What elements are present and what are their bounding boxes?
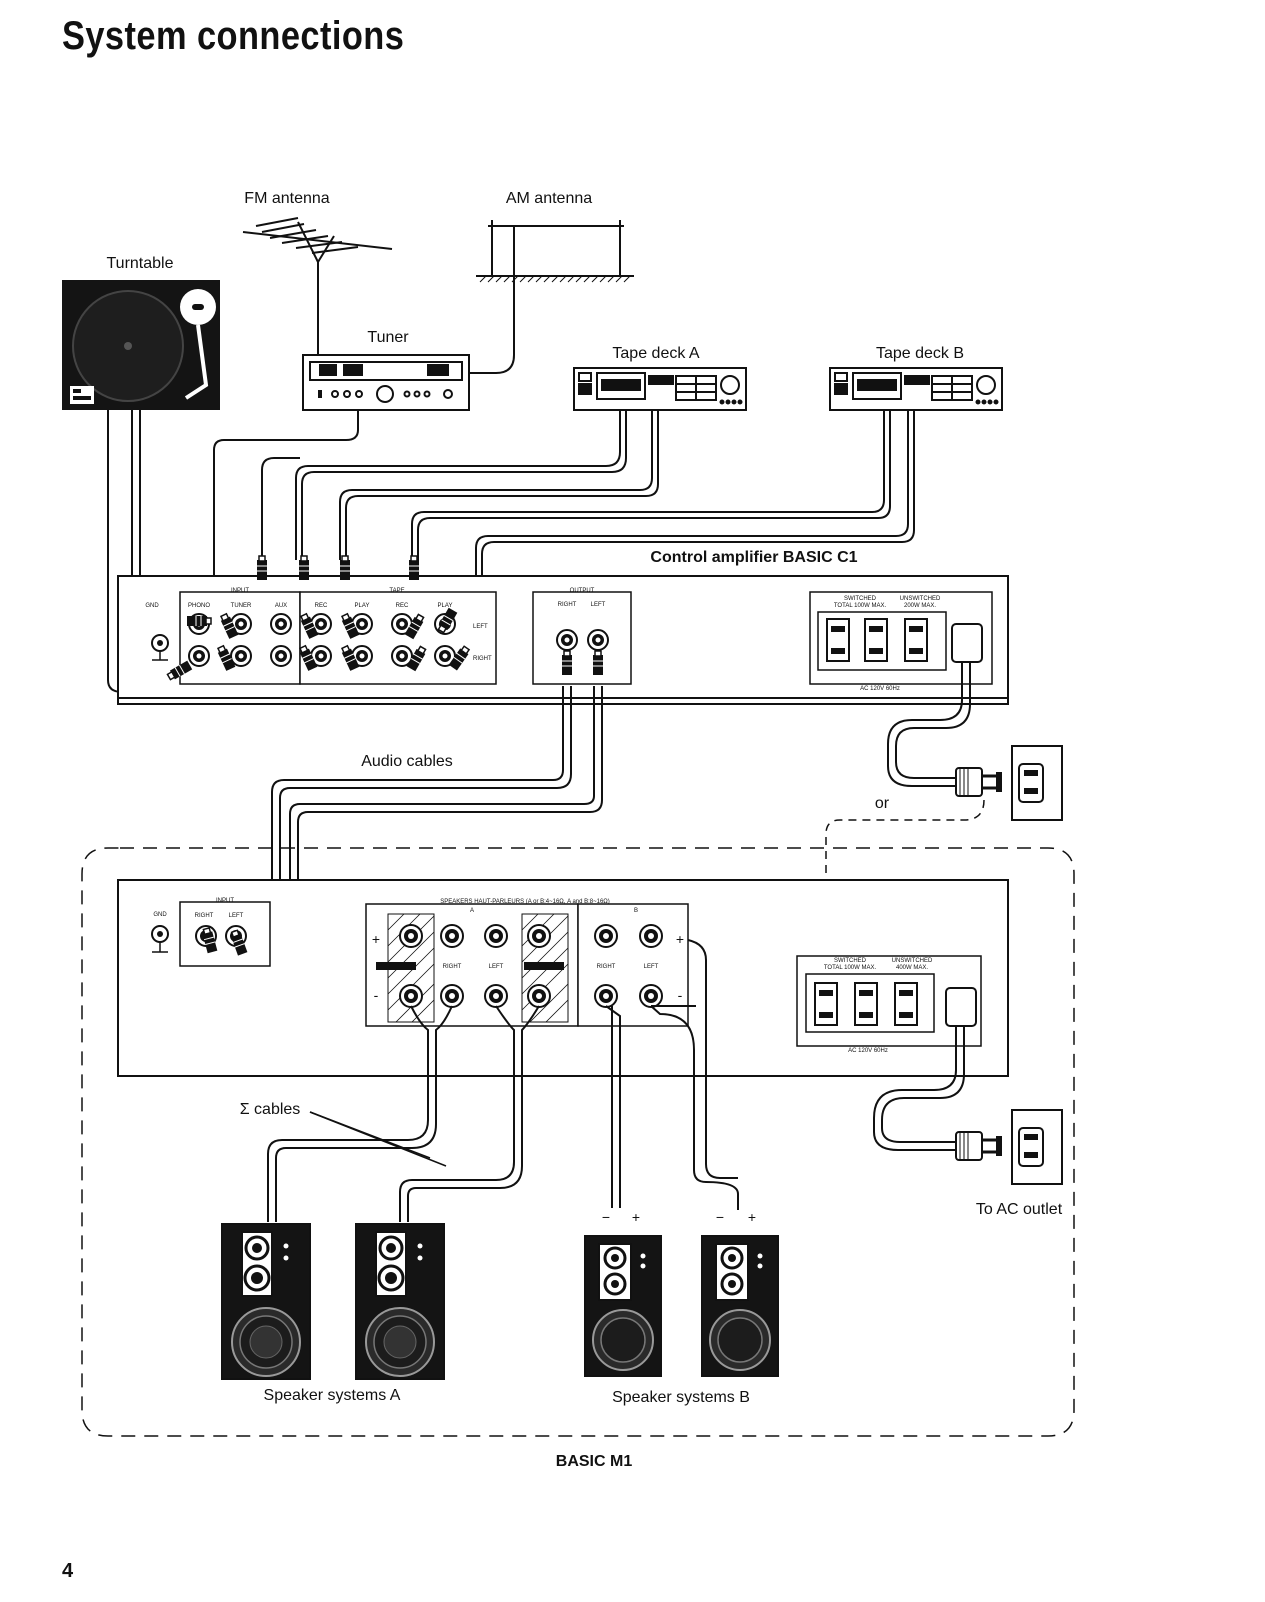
speakers-a-label: Speaker systems A [264, 1387, 401, 1404]
c1-ac-label: AC 120V 60Hz [860, 686, 900, 692]
m1-power-cord [873, 1026, 965, 1151]
speakers-b-label: Speaker systems B [612, 1389, 750, 1406]
sigma-cables-pointer [309, 1111, 447, 1167]
svg-text:-: - [678, 987, 683, 1003]
c1-gnd-label: GND [145, 603, 159, 609]
m1-switched-total: TOTAL 100W MAX. [824, 965, 877, 971]
c1-unswitched-total: 200W MAX. [904, 603, 936, 609]
sigma-cables-label: Σ cables [240, 1101, 301, 1118]
c1-output-left-label: LEFT [591, 602, 606, 608]
c1-unswitched-label: UNSWITCHED [900, 596, 941, 602]
polarity-plus-b2: + [748, 1209, 756, 1225]
power-amplifier-label: BASIC M1 [556, 1453, 633, 1470]
c1-rec-b-label: REC [396, 603, 409, 609]
m1-b-right-label: RIGHT [597, 964, 616, 970]
tape-deck-b-label: Tape deck B [876, 345, 964, 362]
ac-plug-icon [954, 744, 1064, 822]
fm-antenna-icon [242, 217, 393, 342]
control-amplifier-panel: GND INPUT TAPE PHONO TUNER AUX REC PLAY … [117, 555, 1009, 705]
svg-text:+: + [676, 931, 684, 947]
polarity-minus-b2: − [716, 1209, 724, 1225]
alternate-connection-line [825, 799, 985, 950]
m1-input-right-label: RIGHT [195, 913, 214, 919]
c1-power-cord [887, 662, 971, 787]
m1-switched-label: SWITCHED [834, 958, 867, 964]
polarity-minus-b1: − [602, 1209, 610, 1225]
m1-input-label: INPUT [216, 898, 234, 904]
m1-ac-label: AC 120V 60Hz [848, 1048, 888, 1054]
tape-deck-a-icon [573, 367, 747, 411]
fm-antenna-label: FM antenna [244, 190, 329, 207]
c1-tape-label: TAPE [389, 588, 404, 594]
speaker-icon-a-left [354, 1222, 446, 1381]
ground-icon [151, 634, 169, 661]
power-amplifier-panel: GND INPUT RIGHT LEFT SPEAKERS HAUT-PARLE… [117, 879, 1009, 1077]
tuner-label: Tuner [367, 329, 409, 346]
c1-switched-label: SWITCHED [844, 596, 877, 602]
svg-text:-: - [374, 987, 379, 1003]
audio-cables-label: Audio cables [361, 753, 453, 770]
m1-a-left-label: LEFT [489, 964, 504, 970]
c1-phono-label: PHONO [188, 603, 210, 609]
m1-speakers-b-label: B [634, 908, 638, 914]
turntable-icon [62, 280, 220, 410]
page-number: 4 [62, 1560, 74, 1582]
control-amplifier-label: Control amplifier BASIC C1 [650, 549, 857, 566]
to-ac-outlet-label: To AC outlet [976, 1201, 1063, 1218]
polarity-plus-b1: + [632, 1209, 640, 1225]
m1-speakers-label: SPEAKERS HAUT-PARLEURS (A or B:4~16Ω, A … [440, 899, 610, 905]
c1-rec-a-label: REC [315, 603, 328, 609]
tape-deck-a-label: Tape deck A [612, 345, 700, 362]
page-title: System connections [62, 14, 405, 58]
c1-switched-total: TOTAL 100W MAX. [834, 603, 887, 609]
ac-plug-icon-2 [954, 1108, 1064, 1186]
speaker-icon-b-left [700, 1234, 780, 1378]
c1-output-right-label: RIGHT [558, 602, 577, 608]
tuner-icon [302, 354, 470, 411]
c1-tuner-label: TUNER [231, 603, 252, 609]
c1-play-b-label: PLAY [438, 603, 453, 609]
or-label: or [875, 795, 890, 812]
tape-deck-b-icon [829, 367, 1003, 411]
c1-play-a-label: PLAY [355, 603, 370, 609]
m1-unswitched-label: UNSWITCHED [892, 958, 933, 964]
basic-m1-boundary [81, 847, 1075, 1437]
c1-right-label: RIGHT [473, 656, 492, 662]
c1-aux-label: AUX [275, 603, 287, 609]
m1-unswitched-total: 400W MAX. [896, 965, 928, 971]
c1-input-label: INPUT [231, 588, 249, 594]
m1-speakers-a-label: A [470, 908, 474, 914]
svg-text:+: + [372, 931, 380, 947]
am-antenna-label: AM antenna [506, 190, 592, 207]
m1-gnd-label: GND [153, 912, 167, 918]
c1-output-label: OUTPUT [570, 588, 595, 594]
speaker-icon-a-right [220, 1222, 312, 1381]
m1-a-right-label: RIGHT [443, 964, 462, 970]
am-antenna-icon [470, 220, 634, 374]
sigma-cables [267, 939, 739, 1222]
speaker-icon-b-right [583, 1234, 663, 1378]
m1-b-left-label: LEFT [644, 964, 659, 970]
turntable-label: Turntable [107, 255, 174, 272]
c1-left-label: LEFT [473, 624, 488, 630]
m1-input-left-label: LEFT [229, 913, 244, 919]
